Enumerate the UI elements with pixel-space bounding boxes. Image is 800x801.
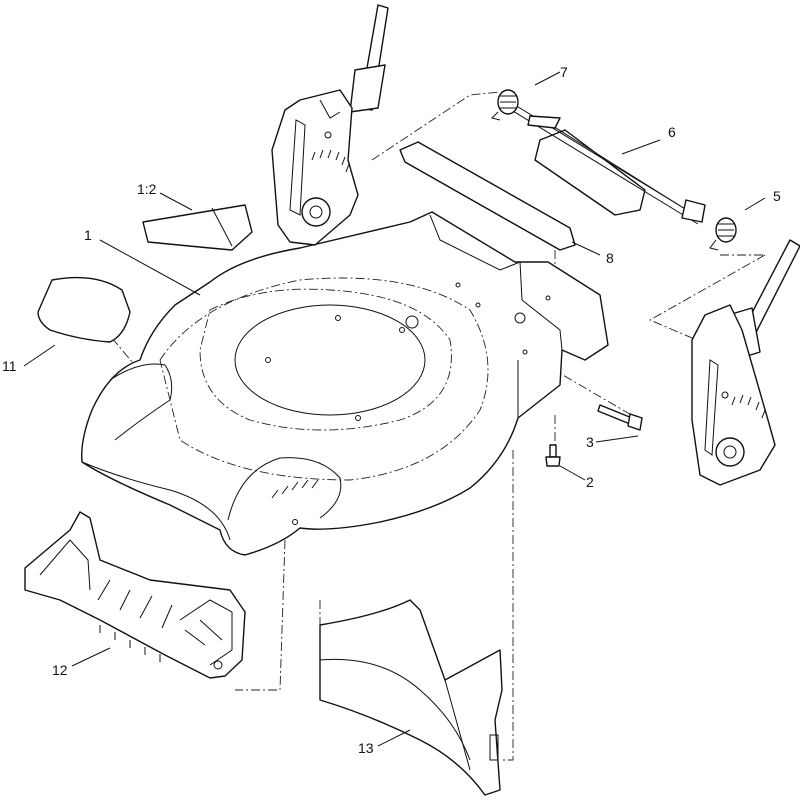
part-5-spring-right <box>709 217 737 251</box>
right-height-adjuster <box>691 239 800 486</box>
part-1-2-insert <box>142 204 253 251</box>
part-13-rear-deflector <box>319 599 503 796</box>
callout-11: 11 <box>2 358 17 374</box>
callout-3: 3 <box>586 434 594 450</box>
part-12-front-baffle <box>24 511 246 679</box>
leader-lines <box>23 71 766 747</box>
callout-8: 8 <box>606 250 614 266</box>
callout-labels: 1 1:2 2 3 5 6 7 8 11 12 13 <box>2 64 781 756</box>
callout-1-2: 1:2 <box>137 181 157 197</box>
part-2-screw <box>545 444 561 467</box>
part-6-rear-axle-assembly <box>507 101 706 225</box>
deck-mounting-holes <box>265 282 551 525</box>
left-height-adjuster <box>271 4 389 246</box>
callout-7: 7 <box>560 64 568 80</box>
deck-grill-slots <box>271 479 319 499</box>
part-1-deck-housing <box>81 211 609 556</box>
part-7-spring-left <box>491 89 519 121</box>
part-8-rear-plate <box>399 141 576 251</box>
callout-13: 13 <box>358 740 374 756</box>
part-3-bolt <box>597 404 643 431</box>
callout-2: 2 <box>586 474 594 490</box>
callout-12: 12 <box>52 662 68 678</box>
part-11-flap <box>37 276 131 343</box>
callout-1: 1 <box>84 227 92 243</box>
callout-5: 5 <box>773 188 781 204</box>
callout-6: 6 <box>668 124 676 140</box>
